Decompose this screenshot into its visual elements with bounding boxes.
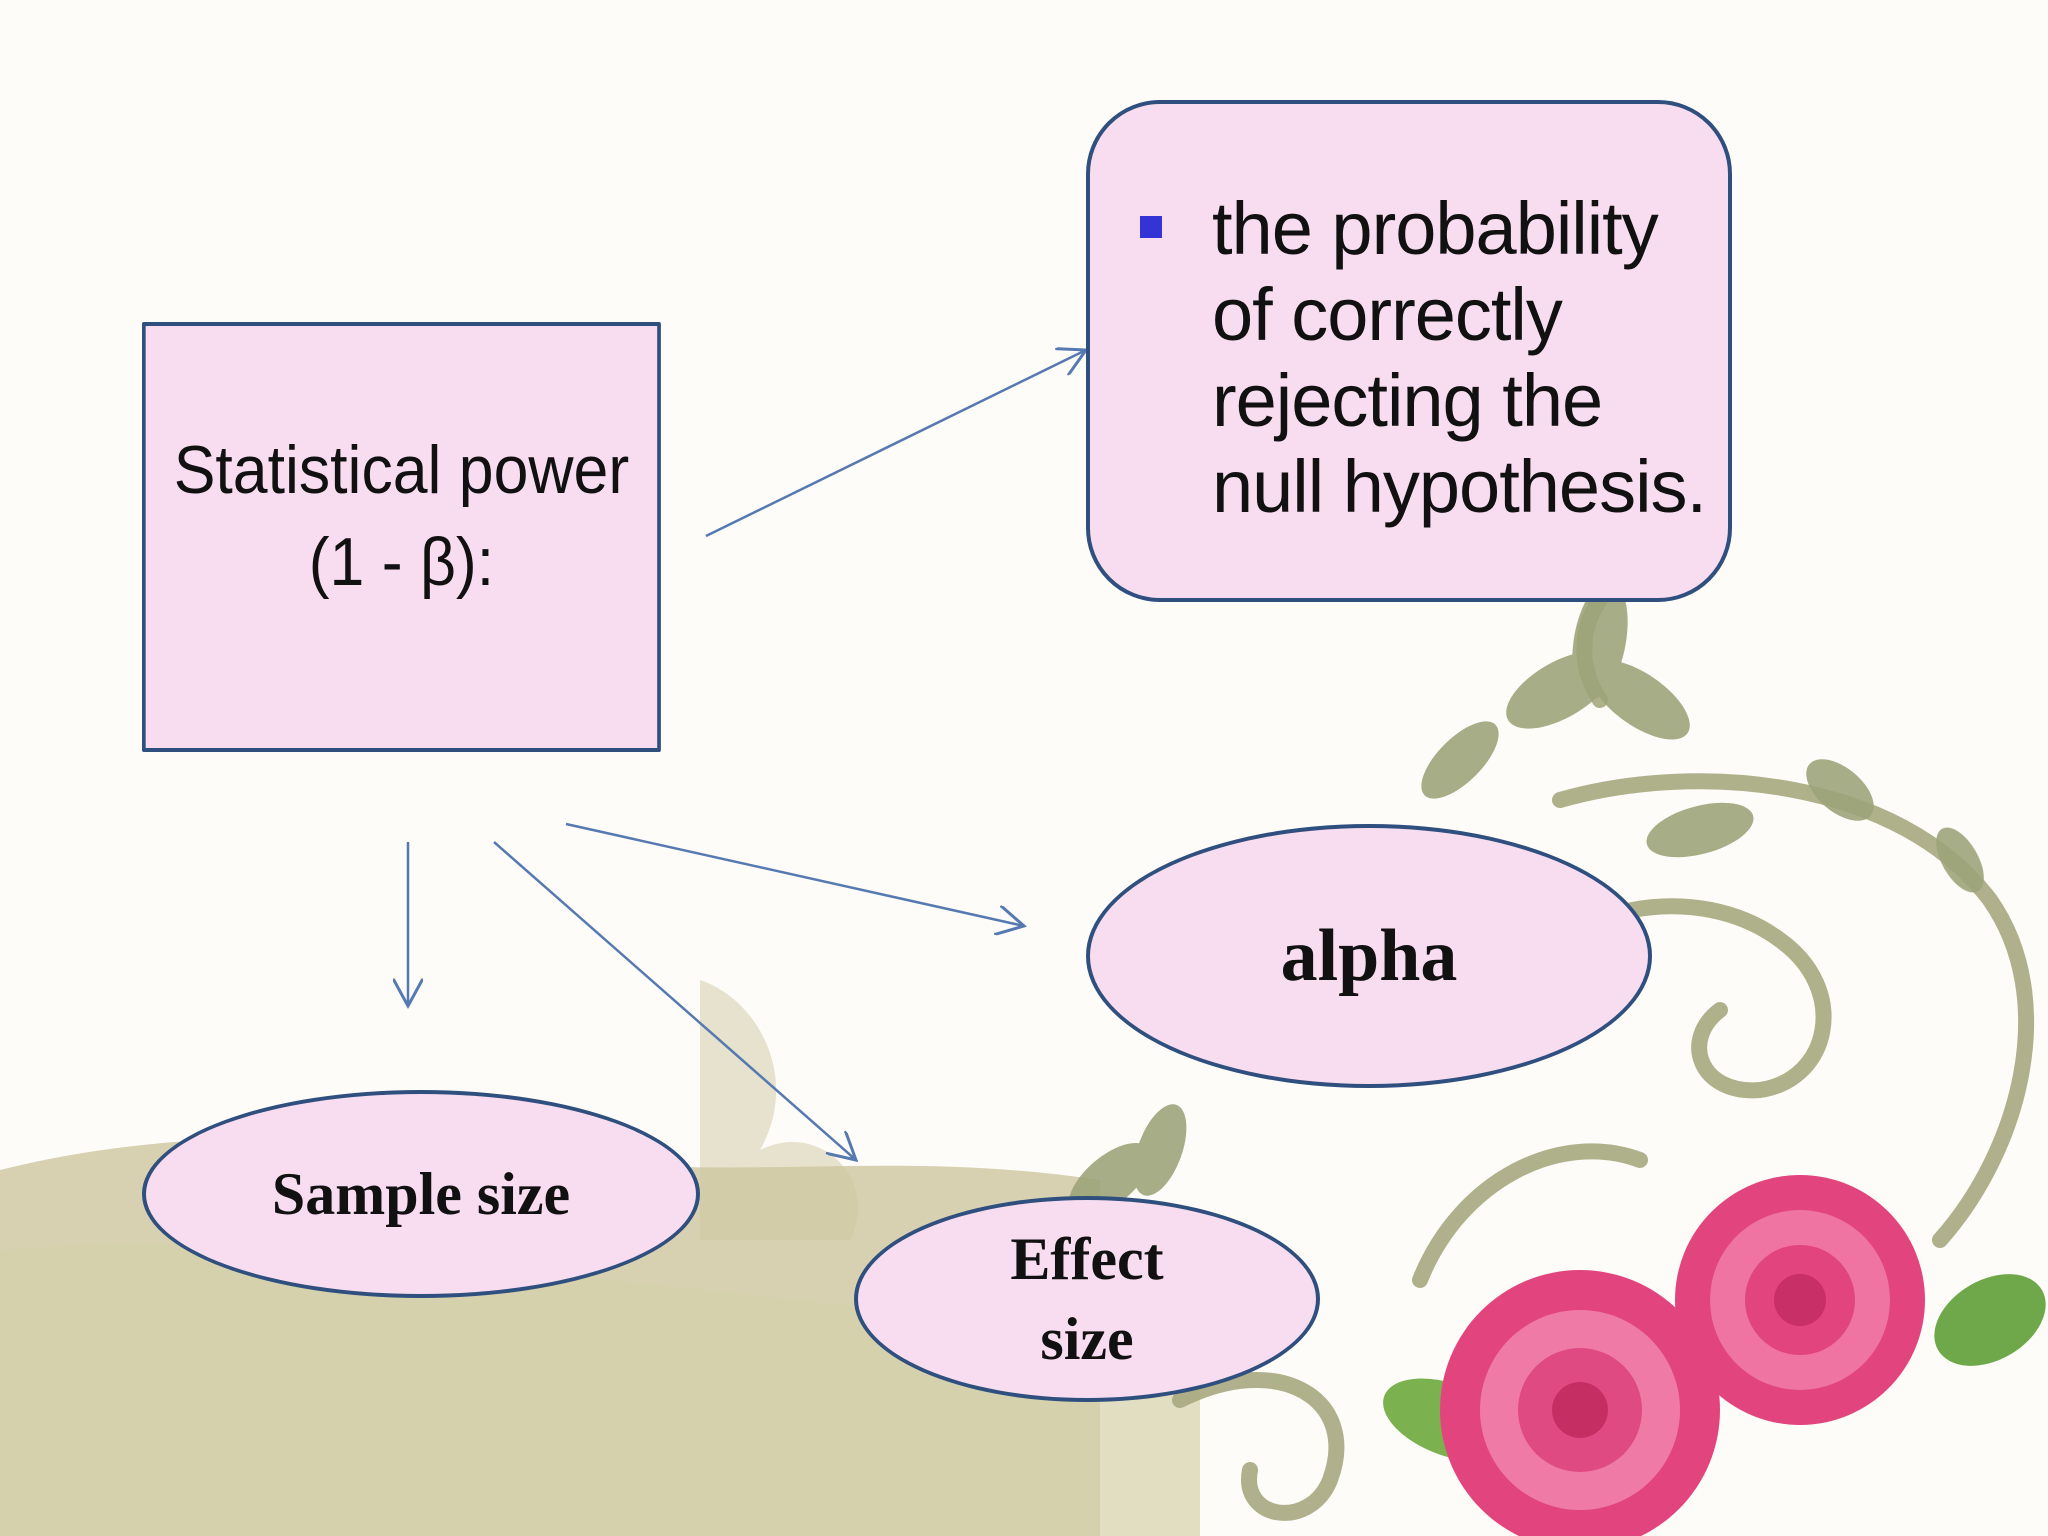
power-formula: (1 - β):: [308, 524, 495, 600]
leaves: [1068, 580, 1984, 1218]
definition-bullet-item: the probability of correctly rejecting t…: [1140, 186, 1732, 530]
power-title: Statistical power: [173, 432, 630, 509]
ground-splash: [700, 980, 858, 1240]
definition-box: the probability of correctly rejecting t…: [1086, 100, 1732, 602]
square-bullet-icon: [1140, 216, 1162, 238]
rose-flowers: [1383, 1175, 2046, 1536]
alpha-ellipse: alpha: [1086, 824, 1652, 1088]
effect-size-label-line2: size: [1040, 1306, 1134, 1372]
arrow-to-definition: [705, 350, 1086, 538]
arrow-to-effect-size: [493, 841, 856, 1160]
statistical-power-box: Statistical power (1 - β):: [142, 322, 661, 752]
definition-text: the probability of correctly rejecting t…: [1212, 187, 1707, 528]
arrow-to-alpha: [565, 822, 1024, 926]
sample-size-label: Sample size: [271, 1160, 571, 1227]
alpha-label: alpha: [1280, 914, 1458, 997]
effect-size-ellipse: Effect size: [854, 1196, 1320, 1402]
effect-size-label-line1: Effect: [1010, 1226, 1164, 1292]
sample-size-ellipse: Sample size: [142, 1090, 700, 1298]
